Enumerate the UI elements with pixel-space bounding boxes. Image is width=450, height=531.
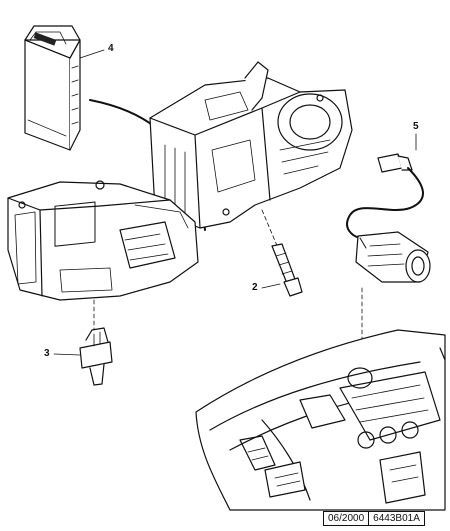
footer-reference: 6443B01A — [369, 511, 425, 526]
callout-2: 2 — [252, 282, 258, 293]
control-module-box — [24, 25, 81, 151]
callout-3: 3 — [44, 348, 50, 359]
leader-unit-to-part2 — [261, 209, 279, 249]
heater-housing — [7, 180, 199, 301]
connector-assembly — [346, 153, 431, 283]
callout-5: 5 — [413, 121, 419, 132]
temperature-sensor — [271, 243, 303, 297]
callout-4: 4 — [108, 43, 114, 54]
leader-2 — [261, 283, 281, 289]
leader-4 — [79, 49, 105, 59]
actuator-part — [79, 327, 113, 386]
heater-blower-unit — [149, 61, 353, 229]
leader-3 — [53, 353, 81, 356]
dashboard — [195, 329, 446, 511]
footer-date: 06/2000 — [323, 511, 370, 526]
reference-footer: 06/2000 6443B01A — [323, 511, 425, 526]
